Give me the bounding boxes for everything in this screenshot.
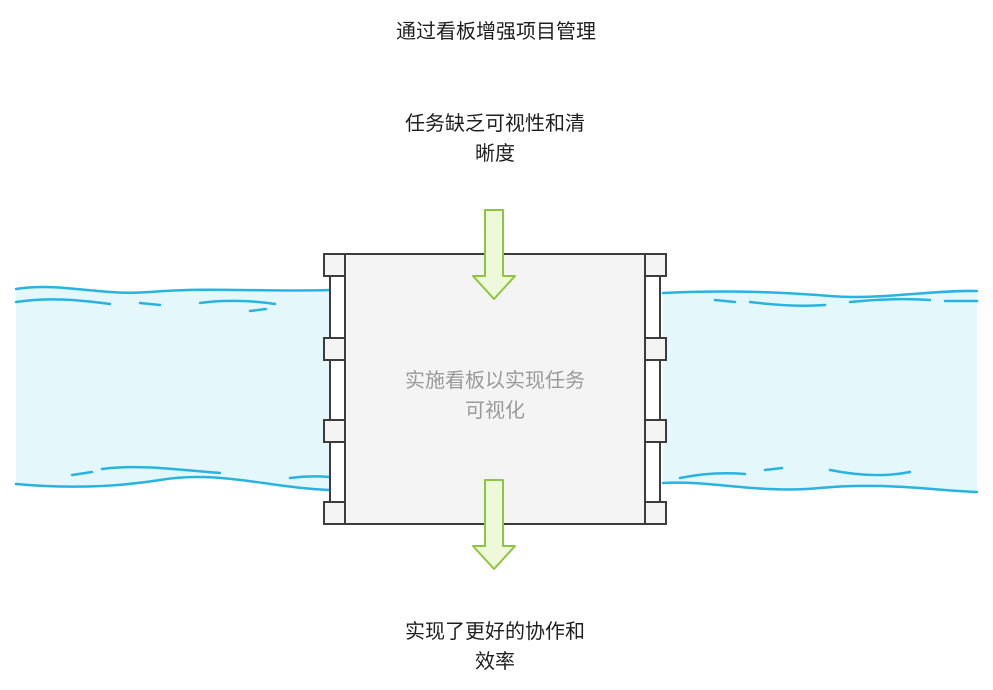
output-label: 实现了更好的协作和 效率: [370, 616, 620, 676]
output-label-line: 效率: [475, 649, 515, 673]
input-arrow-icon: [472, 209, 516, 300]
water-left-ripple: [288, 475, 332, 480]
water-left-top-wave: [14, 285, 332, 294]
water-right: [661, 289, 979, 494]
water-right-ripple: [763, 466, 784, 472]
diagram-title: 通过看板增强项目管理: [396, 19, 596, 43]
dam-right-bracket: [644, 337, 667, 361]
water-left-ripple: [100, 465, 222, 475]
input-label-line: 任务缺乏可视性和清: [405, 111, 585, 135]
water-left: [14, 285, 332, 492]
dam-right-bracket: [644, 501, 667, 525]
output-label-line: 实现了更好的协作和: [405, 619, 585, 643]
water-right-ripple: [828, 468, 912, 477]
dam-right-post: [644, 275, 661, 505]
water-right-ripple: [748, 300, 827, 308]
water-right-ripple: [678, 471, 747, 480]
dam-label-line: 可视化: [465, 398, 525, 422]
water-right-top-wave: [661, 289, 979, 299]
water-left-ripple: [14, 298, 112, 306]
dam-right-bracket: [644, 419, 667, 443]
water-left-ripple: [248, 307, 268, 313]
dam-left-bracket: [323, 501, 346, 525]
input-label: 任务缺乏可视性和清 晰度: [370, 108, 620, 168]
water-left-bottom-wave: [14, 475, 332, 492]
dam-left-bracket: [323, 253, 346, 277]
water-left-ripple: [138, 301, 162, 307]
dam: [323, 253, 667, 525]
water-right-bottom-wave: [661, 481, 979, 494]
water-left-ripple: [70, 470, 94, 477]
water-right-ripple: [713, 298, 737, 304]
input-label-line: 晰度: [475, 141, 515, 165]
dam-left-post: [329, 275, 346, 505]
dam-label: 实施看板以实现任务 可视化: [370, 365, 620, 425]
dam-left-bracket: [323, 419, 346, 443]
water-right-ripple: [848, 297, 932, 304]
dam-left-bracket: [323, 337, 346, 361]
water-left-ripple: [198, 299, 277, 306]
output-arrow-icon: [472, 479, 516, 570]
dam-label-line: 实施看板以实现任务: [405, 368, 585, 392]
dam-right-bracket: [644, 253, 667, 277]
